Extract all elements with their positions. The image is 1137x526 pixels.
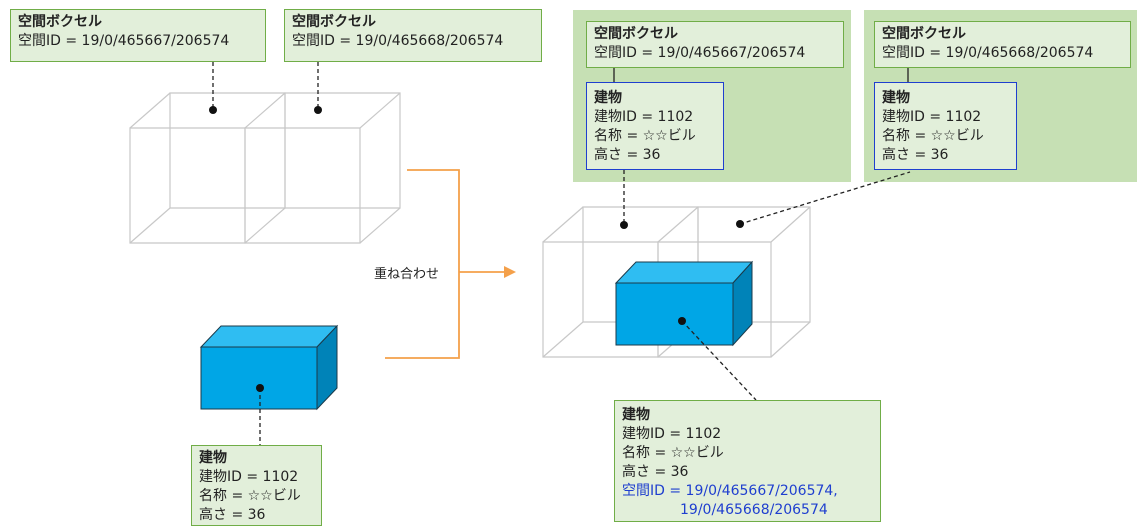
voxel-info-id: 空間ID = 19/0/465667/206574 (18, 33, 230, 49)
right-building-block (614, 260, 754, 347)
building-info-spatial-id-cont: 19/0/465668/206574 (680, 502, 828, 518)
voxel-info-id: 空間ID = 19/0/465668/206574 (882, 45, 1094, 61)
building-info-height: 高さ = 36 (622, 464, 689, 480)
voxel-info-box-left-1: 空間ボクセル 空間ID = 19/0/465667/206574 (10, 9, 266, 62)
building-info-name: 名称 = ☆☆ビル (199, 488, 301, 504)
building-info-title: 建物 (882, 90, 910, 106)
building-info-name: 名称 = ☆☆ビル (594, 128, 696, 144)
voxel-info-box-right-1: 空間ボクセル 空間ID = 19/0/465667/206574 (586, 21, 844, 68)
building-info-height: 高さ = 36 (882, 147, 949, 163)
overlay-label: 重ね合わせ (374, 267, 440, 282)
building-info-spatial-id: 空間ID = 19/0/465667/206574, (622, 483, 838, 499)
building-info-box-left: 建物 建物ID = 1102 名称 = ☆☆ビル 高さ = 36 (191, 445, 322, 526)
building-info-id: 建物ID = 1102 (199, 469, 299, 485)
building-info-title: 建物 (594, 90, 622, 106)
building-info-title: 建物 (199, 450, 227, 466)
building-info-box-voxel-2: 建物 建物ID = 1102 名称 = ☆☆ビル 高さ = 36 (874, 82, 1017, 170)
building-info-height: 高さ = 36 (594, 147, 661, 163)
voxel-info-id: 空間ID = 19/0/465668/206574 (292, 33, 504, 49)
voxel-info-title: 空間ボクセル (18, 14, 102, 30)
voxel-info-title: 空間ボクセル (594, 26, 678, 42)
building-info-height: 高さ = 36 (199, 507, 266, 523)
left-voxel-cubes (129, 92, 401, 244)
building-info-id: 建物ID = 1102 (882, 109, 982, 125)
building-info-title: 建物 (622, 407, 650, 423)
voxel-info-id: 空間ID = 19/0/465667/206574 (594, 45, 806, 61)
building-info-id: 建物ID = 1102 (622, 426, 722, 442)
building-info-name: 名称 = ☆☆ビル (622, 445, 724, 461)
left-building-block (199, 324, 339, 411)
voxel-info-box-right-2: 空間ボクセル 空間ID = 19/0/465668/206574 (874, 21, 1131, 68)
voxel-info-title: 空間ボクセル (882, 26, 966, 42)
voxel-info-title: 空間ボクセル (292, 14, 376, 30)
building-info-box-result: 建物 建物ID = 1102 名称 = ☆☆ビル 高さ = 36 空間ID = … (614, 400, 881, 522)
building-info-id: 建物ID = 1102 (594, 109, 694, 125)
building-info-box-voxel-1: 建物 建物ID = 1102 名称 = ☆☆ビル 高さ = 36 (586, 82, 724, 170)
building-info-name: 名称 = ☆☆ビル (882, 128, 984, 144)
merge-arrow (385, 169, 506, 359)
voxel-info-box-left-2: 空間ボクセル 空間ID = 19/0/465668/206574 (284, 9, 542, 62)
